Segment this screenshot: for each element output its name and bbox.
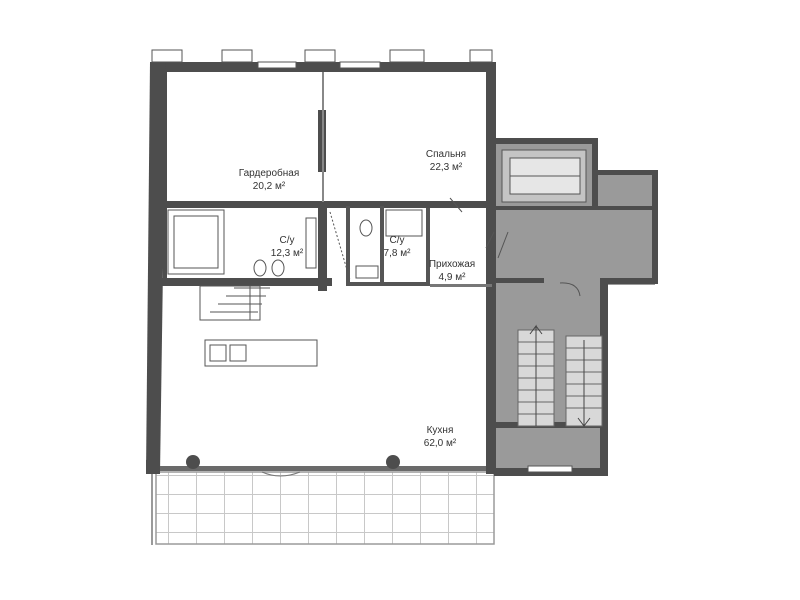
room-label-bathroom-2: С/у 7,8 м² (384, 235, 412, 259)
room-label-kitchen: Кухня 62,0 м² (424, 425, 457, 449)
room-label-bedroom: Спальня 22,3 м² (426, 149, 466, 173)
svg-text:7,8 м²: 7,8 м² (384, 248, 412, 259)
svg-text:С/у: С/у (390, 235, 405, 246)
interior-stair (199, 285, 270, 321)
bathroom-2-fixtures (329, 197, 495, 281)
svg-text:Кухня: Кухня (427, 425, 454, 436)
room-label-wardrobe: Гардеробная 20,2 м² (239, 167, 300, 192)
svg-text:12,3 м²: 12,3 м² (271, 248, 304, 259)
kitchen-island (204, 339, 318, 367)
svg-text:Гардеробная: Гардеробная (239, 167, 300, 179)
service-block (494, 138, 658, 476)
svg-text:Спальня: Спальня (426, 149, 466, 160)
room-label-bathroom-1: С/у 12,3 м² (271, 235, 304, 259)
svg-text:4,9 м²: 4,9 м² (439, 272, 467, 283)
facade-columns (186, 455, 400, 477)
svg-text:22,3 м²: 22,3 м² (430, 162, 463, 173)
bathroom-1-fixtures (167, 209, 317, 277)
room-label-hallway: Прихожая 4,9 м² (429, 259, 475, 283)
svg-text:Прихожая: Прихожая (429, 259, 475, 270)
svg-text:62,0 м²: 62,0 м² (424, 438, 457, 449)
top-windows (151, 49, 493, 69)
svg-text:20,2 м²: 20,2 м² (253, 181, 286, 192)
terrace (151, 471, 495, 545)
svg-text:С/у: С/у (280, 235, 295, 246)
interior-walls (162, 70, 496, 291)
